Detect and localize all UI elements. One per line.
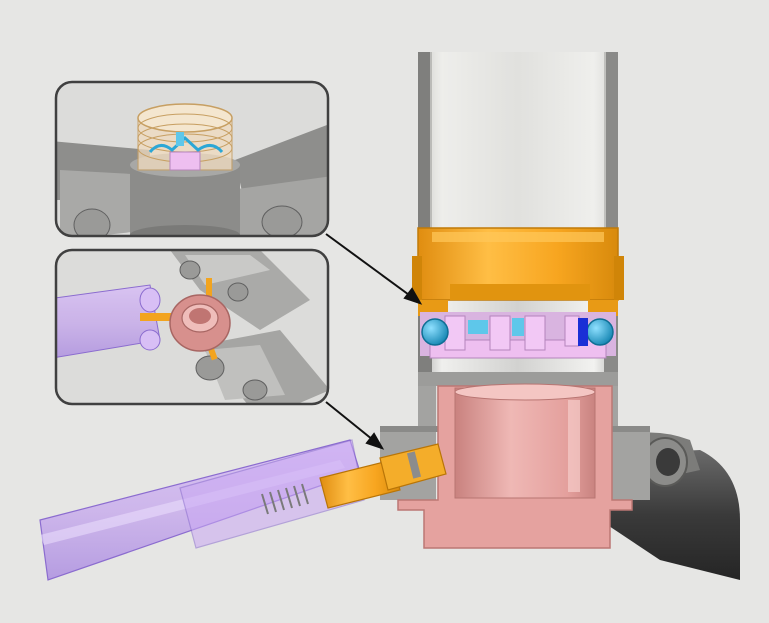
top-callout [54, 80, 330, 238]
ball-cage-assembly [420, 312, 616, 359]
side-plunger-assembly [39, 439, 447, 581]
top-callout-arrow [325, 233, 417, 301]
bottom-callout-arrow [325, 401, 379, 445]
orange-ring [412, 227, 624, 316]
callout-arrows [325, 233, 423, 450]
right-ball [586, 318, 614, 346]
spring [261, 483, 309, 515]
pink-base-cup [397, 383, 633, 549]
left-ball [421, 318, 449, 346]
bottom-callout [54, 248, 330, 406]
